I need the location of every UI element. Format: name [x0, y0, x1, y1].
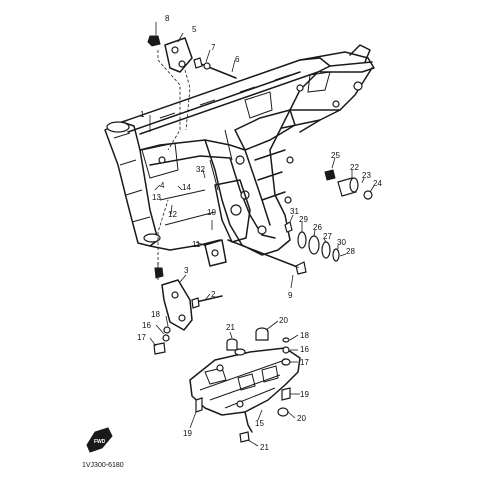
- callout-16-left: 16: [142, 321, 151, 330]
- callout-21-bottom: 21: [260, 443, 269, 452]
- drawing-code: 1VJ300-6180: [82, 462, 124, 469]
- collar-stack: [284, 169, 373, 262]
- callout-6: 6: [235, 55, 240, 64]
- callout-15: 15: [255, 419, 264, 428]
- callout-18-left: 18: [151, 310, 160, 319]
- callout-9: 9: [288, 291, 293, 300]
- callout-25: 25: [331, 151, 340, 160]
- callout-5: 5: [192, 25, 197, 34]
- callout-4: 4: [160, 181, 165, 190]
- callout-22: 22: [350, 163, 359, 172]
- callout-30: 30: [337, 238, 346, 247]
- callout-32: 32: [196, 165, 205, 174]
- callout-19-left: 19: [183, 429, 192, 438]
- callout-20-top: 20: [279, 316, 288, 325]
- main-frame: [104, 44, 375, 256]
- callout-16-right: 16: [300, 345, 309, 354]
- callout-24: 24: [373, 179, 382, 188]
- callout-14: 14: [182, 183, 191, 192]
- callout-17-right: 17: [300, 358, 309, 367]
- callout-2: 2: [211, 290, 216, 299]
- callout-28: 28: [346, 247, 355, 256]
- callout-1: 1: [140, 110, 145, 119]
- callout-3: 3: [184, 266, 189, 275]
- callout-10: 10: [207, 208, 216, 217]
- callout-26: 26: [313, 223, 322, 232]
- callout-12: 12: [168, 210, 177, 219]
- callout-17-left: 17: [137, 333, 146, 342]
- callout-27: 27: [323, 232, 332, 241]
- callout-11: 11: [192, 240, 201, 249]
- callout-8: 8: [165, 14, 170, 23]
- guard-hardware: [153, 326, 291, 443]
- callout-31: 31: [290, 207, 299, 216]
- callout-23: 23: [362, 171, 371, 180]
- pivot-bracket: [204, 239, 307, 275]
- callout-21-top: 21: [226, 323, 235, 332]
- callout-7: 7: [211, 43, 216, 52]
- front-arrow-icon: FWD: [86, 427, 113, 453]
- callout-19-right: 19: [300, 390, 309, 399]
- top-engine-bracket: [147, 35, 237, 79]
- leader-lines: [149, 22, 375, 447]
- callout-18-right: 18: [300, 331, 309, 340]
- callout-29: 29: [299, 215, 308, 224]
- front-badge-label: FWD: [94, 439, 106, 445]
- callout-13: 13: [152, 193, 161, 202]
- callout-labels: 8 5 7 6 1 4 14 32 13 12 10 11 3 2 9 25 2…: [137, 14, 382, 452]
- front-engine-bracket: [154, 267, 223, 331]
- callout-20-bottom: 20: [297, 414, 306, 423]
